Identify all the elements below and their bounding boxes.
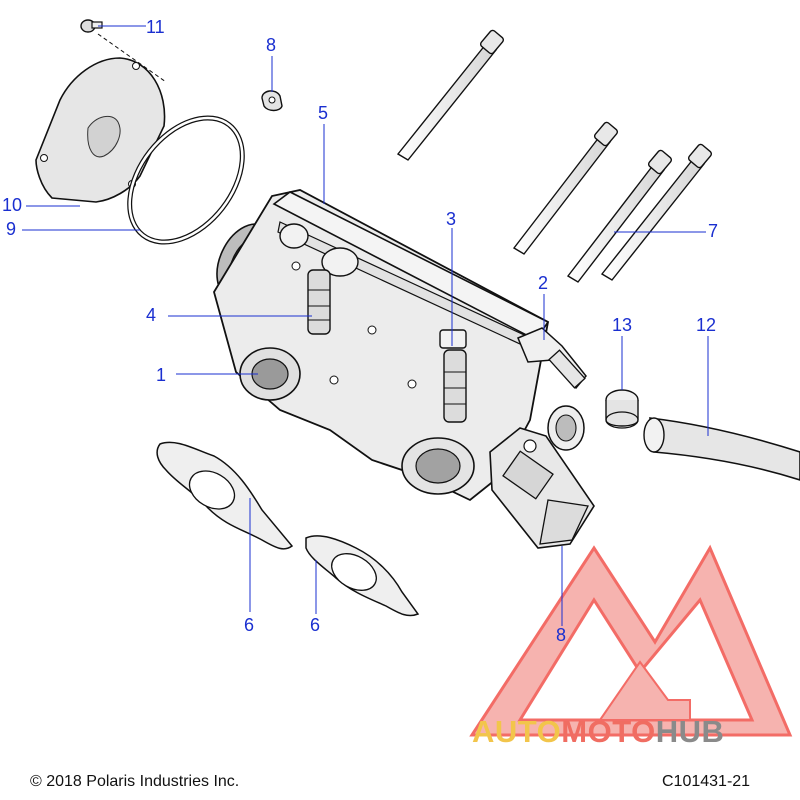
clip-part-top xyxy=(261,90,283,112)
callout-12: 12 xyxy=(696,315,717,335)
sensor-part xyxy=(489,427,595,549)
leader-lines xyxy=(22,25,709,626)
watermark-text: AUTOMOTOHUB xyxy=(472,716,724,747)
watermark-part-1: AUTO xyxy=(472,714,562,749)
hose-clamp-part xyxy=(605,389,639,429)
callout-2: 2 xyxy=(538,273,549,293)
callout-8-bottom: 8 xyxy=(556,625,567,645)
callout-6-left: 6 xyxy=(244,615,255,635)
callout-6-right: 6 xyxy=(310,615,321,635)
callout-3: 3 xyxy=(446,209,457,229)
bolt-part xyxy=(566,149,673,283)
o-ring-part xyxy=(127,115,245,245)
callout-4: 4 xyxy=(146,305,157,325)
callout-11: 11 xyxy=(146,17,165,37)
hose-part xyxy=(643,417,800,481)
throttle-body-part xyxy=(213,189,587,502)
callout-7: 7 xyxy=(708,221,719,241)
gasket-part xyxy=(305,535,420,617)
gasket-part xyxy=(156,441,294,550)
watermark-part-3: HUB xyxy=(655,714,725,749)
bolt-part xyxy=(600,143,713,281)
callout-5: 5 xyxy=(318,103,329,123)
figure-code: C101431-21 xyxy=(662,773,751,790)
bolt-part xyxy=(512,121,619,255)
callout-8-top: 8 xyxy=(266,35,277,55)
callout-9: 9 xyxy=(6,219,17,239)
bolt-part xyxy=(396,29,505,161)
callout-10: 10 xyxy=(2,195,23,215)
callout-13: 13 xyxy=(612,315,633,335)
callout-1: 1 xyxy=(156,365,167,385)
watermark-part-2: MOTO xyxy=(561,714,656,749)
copyright-notice: © 2018 Polaris Industries Inc. xyxy=(30,773,240,790)
cover-plate-part xyxy=(35,57,166,203)
watermark-logo xyxy=(469,544,793,737)
screw-part xyxy=(80,19,167,83)
